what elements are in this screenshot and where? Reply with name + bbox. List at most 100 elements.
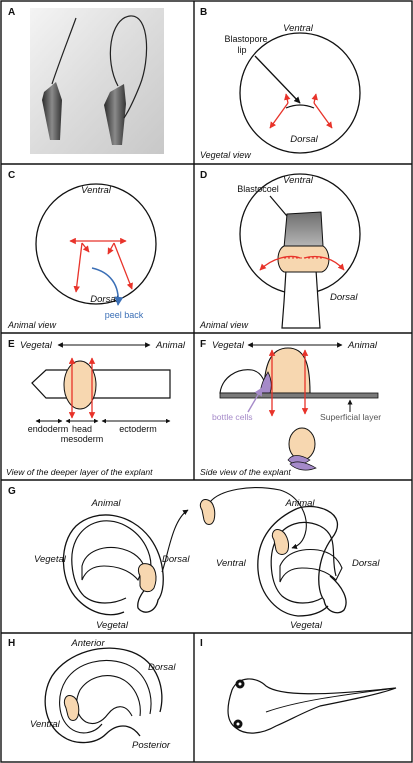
graft-tissue: [63, 695, 80, 721]
mesoderm-label: mesoderm: [61, 434, 104, 444]
red-arrow-right: [303, 255, 345, 271]
left-embryo-inner: [71, 520, 152, 604]
panel-b: B Ventral Dorsal Blastopore lip Vegetal …: [200, 7, 361, 160]
hair-loop-right: [109, 15, 148, 119]
anterior-label: Anterior: [70, 638, 105, 649]
animal-view-label: Animal view: [7, 320, 57, 330]
red-arrow-down-right: [113, 242, 133, 290]
left-vegetal-bottom-label: Vegetal: [96, 620, 129, 631]
embryo-circle: [239, 32, 361, 154]
dorsal-label: Dorsal: [90, 294, 118, 305]
panel-f-letter: F: [200, 339, 206, 350]
panel-d-letter: D: [200, 170, 207, 181]
blastopore-label-1: Blastopore: [224, 34, 267, 44]
right-dorsal-label: Dorsal: [352, 558, 380, 569]
panel-f: F Vegetal Animal Superficial layer bottl…: [200, 339, 381, 477]
blastopore-label-2: lip: [237, 45, 246, 55]
animal-label: Animal: [347, 340, 378, 351]
right-ventral-label: Ventral: [216, 558, 247, 569]
ventral-label: Ventral: [283, 175, 314, 186]
red-arrow-down-left: [73, 242, 83, 293]
bottle-cells-label: bottle cells: [212, 412, 253, 422]
ventral-label: Ventral: [283, 23, 314, 34]
dorsal-label: Dorsal: [290, 134, 318, 145]
posterior-label: Posterior: [132, 740, 171, 751]
animal-view-label: Animal view: [199, 320, 249, 330]
panel-d: D Ventral Blastocoel Dorsal Animal view: [199, 170, 361, 330]
endoderm-label: endoderm: [28, 424, 69, 434]
vegetal-label: Vegetal: [212, 340, 245, 351]
red-arrow-3: [311, 93, 318, 104]
embryo-circle: [35, 183, 157, 305]
bottle-cells-pointer: [247, 387, 263, 413]
transfer-arrow-1: [161, 509, 189, 573]
peel-back-arrow: [91, 267, 124, 306]
right-grafted-tissue: [271, 529, 289, 555]
panel-c-letter: C: [8, 170, 15, 181]
panel-i-letter: I: [200, 638, 203, 649]
blastocoel: [283, 211, 324, 249]
dorsal-label: Dorsal: [330, 292, 358, 303]
blastopore-pointer: [254, 55, 301, 104]
animal-label: Animal: [155, 340, 186, 351]
tadpole-eye-bottom-highlight: [236, 722, 240, 726]
left-vegetal-side-label: Vegetal: [34, 554, 67, 565]
left-animal-label: Animal: [90, 498, 121, 509]
panel-g-letter: G: [8, 486, 16, 497]
embryo-middle: [59, 660, 152, 734]
red-arrow-1: [269, 102, 289, 129]
ectoderm-label: ectoderm: [119, 424, 157, 434]
dorsal-tissue: [277, 245, 330, 273]
dorsal-label: Dorsal: [148, 662, 176, 673]
panel-h-letter: H: [8, 638, 15, 649]
panel-e-letter: E: [8, 339, 15, 350]
red-arrow-2: [284, 93, 291, 104]
panel-h: H Anterior Dorsal Ventral Posterior: [8, 638, 176, 751]
right-animal-label: Animal: [284, 498, 315, 509]
panel-g: G Animal Vegetal Dorsal Vegetal Animal V…: [8, 486, 380, 631]
head-mesoderm: [63, 360, 97, 410]
superficial-label: Superficial layer: [320, 412, 381, 422]
red-arrow-4: [313, 102, 333, 129]
panel-b-letter: B: [200, 7, 207, 18]
side-view-bottle-cells-2: [289, 461, 317, 471]
right-embryo-outer: [257, 505, 347, 617]
knife-handle-left: [42, 82, 62, 140]
red-arrow-in-left: [81, 242, 90, 253]
panel-i: I: [200, 638, 397, 734]
side-view-mesoderm: [288, 427, 316, 461]
endoderm-dome: [219, 369, 267, 394]
tadpole-fin: [265, 687, 397, 713]
left-mesoderm: [137, 563, 157, 593]
eyebrow-hair-left: [51, 17, 77, 85]
left-archenteron: [81, 546, 145, 582]
panel-a-letter: A: [8, 7, 15, 18]
panel-c: C Ventral Dorsal peel back Animal view: [7, 170, 157, 330]
bottle-cells: [259, 371, 272, 394]
explant-outline: [31, 369, 171, 399]
head-mesoderm: [263, 347, 311, 394]
panel-e: E Vegetal Animal endoderm head mesoderm …: [6, 339, 186, 477]
side-view-label: Side view of the explant: [200, 467, 291, 477]
embryo-outer: [44, 647, 163, 744]
ventral-label: Ventral: [81, 185, 112, 196]
panel-a: A: [8, 7, 164, 154]
peeled-flap: [281, 269, 321, 329]
peel-back-label: peel back: [105, 310, 144, 320]
knife-handle-right: [104, 84, 126, 145]
right-vegetal-bottom-label: Vegetal: [290, 620, 323, 631]
left-dorsal-label: Dorsal: [162, 554, 190, 565]
tadpole-body: [227, 678, 397, 734]
superficial-layer: [219, 392, 379, 399]
ventral-label: Ventral: [30, 719, 61, 730]
blastocoel-label: Blastocoel: [237, 184, 279, 194]
left-embryo-outer: [62, 514, 164, 616]
embryo-inner: [76, 675, 141, 725]
red-arrow-in-right: [107, 242, 115, 255]
transfer-arrow-2: [209, 487, 307, 550]
tadpole-eye-top-highlight: [238, 682, 242, 686]
vegetal-view-label: Vegetal view: [200, 150, 251, 160]
blastopore-lip: [285, 104, 315, 109]
